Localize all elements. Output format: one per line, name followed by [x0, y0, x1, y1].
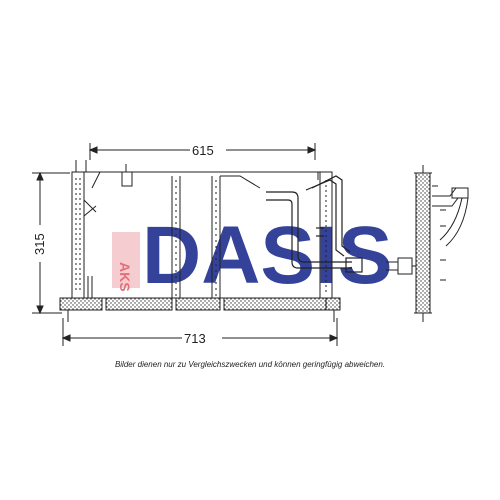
watermark: DASIS AKS: [112, 210, 393, 301]
watermark-side-bar: [112, 232, 140, 288]
dimension-height: [32, 171, 70, 315]
disclaimer-caption: Bilder dienen nur zu Vergleichszwecken u…: [114, 360, 386, 369]
condenser-bottom-rail: [59, 297, 341, 322]
watermark-side-text: AKS: [117, 262, 133, 292]
condenser-front-view: [71, 160, 333, 299]
dimension-top-width-label: 615: [192, 143, 214, 158]
dimension-top-width: [88, 143, 317, 160]
dimension-bottom-width: [61, 318, 339, 346]
dimension-bottom-width-label: 713: [184, 331, 206, 346]
condenser-pipes: [266, 175, 363, 273]
condenser-side-view: [386, 165, 469, 322]
dimension-height-label: 315: [32, 233, 47, 255]
watermark-brand: DASIS: [142, 210, 393, 301]
